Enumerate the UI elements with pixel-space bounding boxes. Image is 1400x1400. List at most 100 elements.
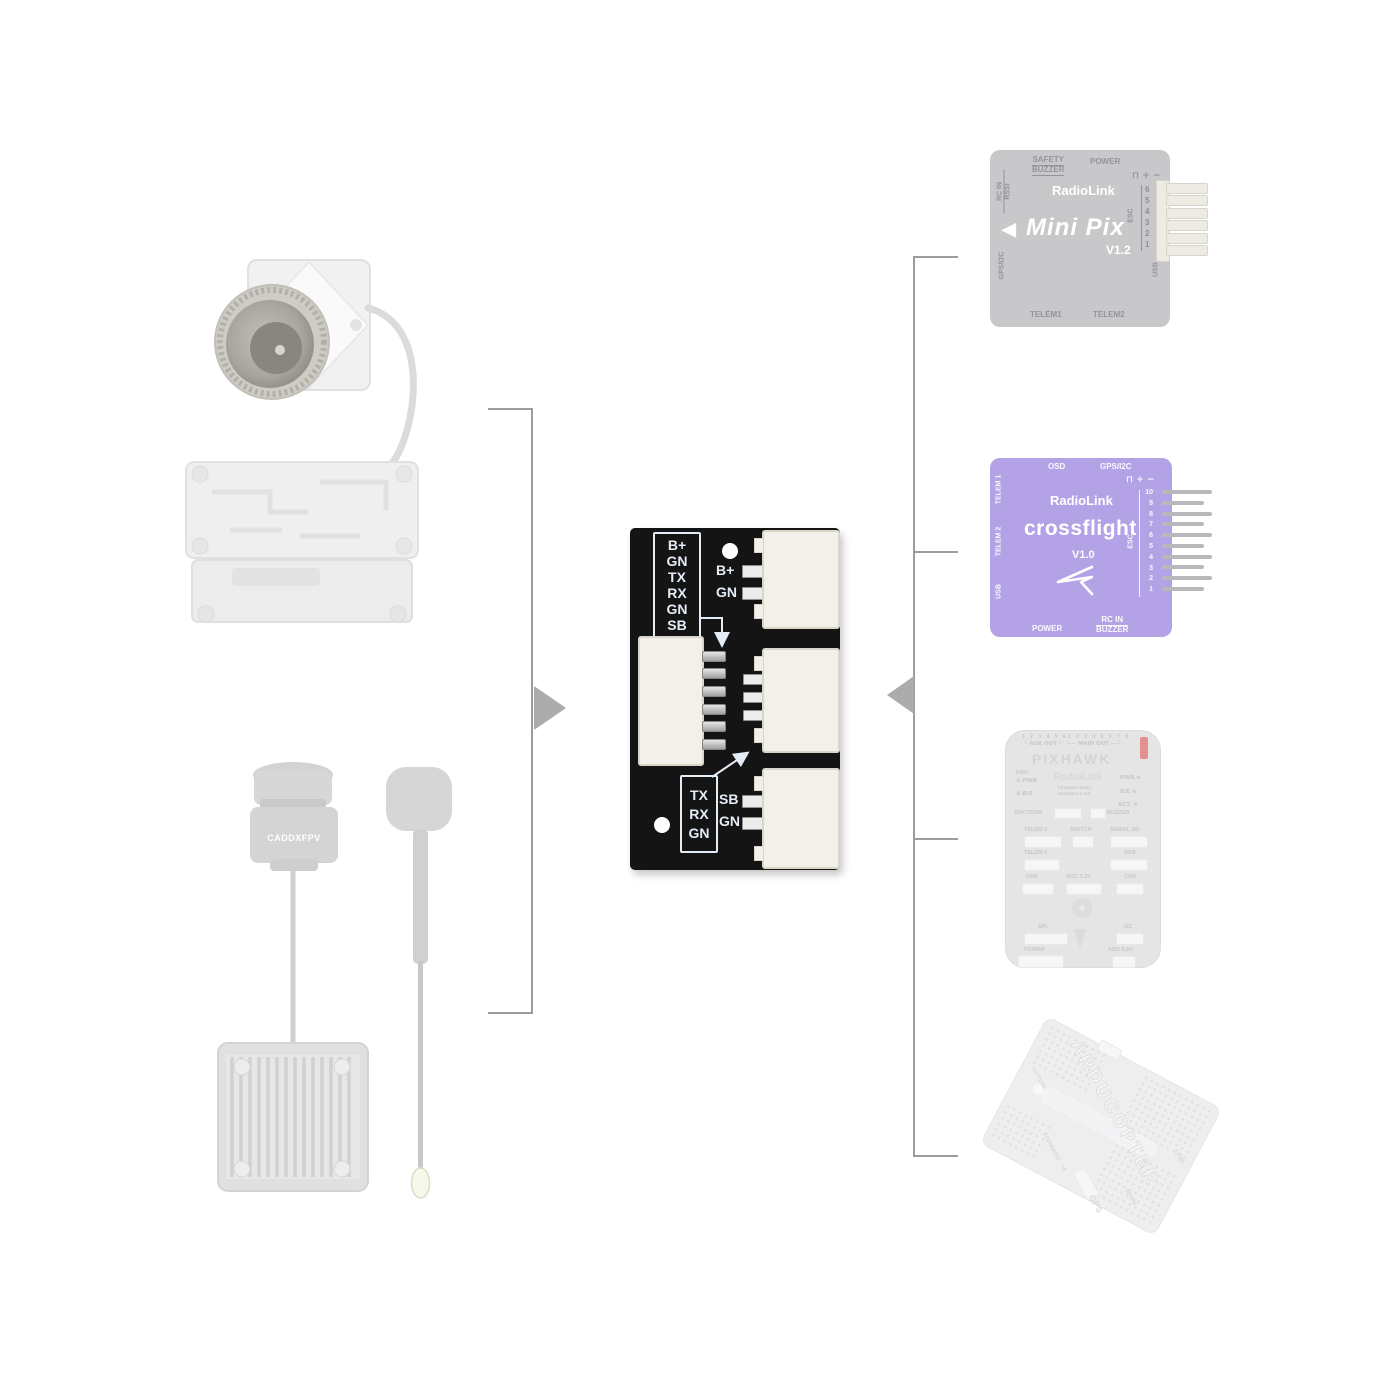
pixhawk-adc33-label: ADC 3.3V	[1066, 874, 1091, 880]
crossflight-esc-label: ESC	[1127, 534, 1135, 549]
right-arrow-icon	[887, 676, 914, 714]
crossflight-logo-icon	[1056, 565, 1094, 596]
pixhawk-telem2-label: TELEM 2	[1024, 827, 1048, 833]
pixhawk-usb-label: USB	[1026, 874, 1038, 880]
pinout-label: RX	[667, 585, 687, 601]
connector-tab	[754, 846, 764, 861]
pixhawk-auxout-label: └ AUX OUT ┘	[1024, 741, 1063, 747]
right-bracket-arm-3	[913, 838, 958, 840]
jst-connector-right-bottom	[762, 768, 840, 869]
minipix-version: V1.2	[1106, 243, 1131, 257]
adapter-pcb: B+ GN TX RX GN SB TX RX GN B+ GN SB GN	[630, 528, 840, 870]
connector-tab	[754, 604, 764, 619]
pixhawk-connector	[1112, 956, 1136, 968]
pixhawk-serial45-label: SERIAL 4/5	[1110, 827, 1140, 833]
connector-pin	[702, 704, 726, 715]
pinout-label: RX	[689, 805, 709, 822]
left-bracket-vertical	[531, 408, 533, 1014]
jst-connector-right-middle	[762, 648, 840, 753]
minipix-model: Mini Pix	[1026, 214, 1125, 241]
connector-tab	[754, 656, 764, 671]
pixhawk-connector	[1116, 933, 1144, 945]
right-bracket-arm-2	[913, 551, 958, 553]
pixhawk-connector	[1116, 883, 1144, 895]
pixhawk-fmu-label: FMU	[1016, 770, 1028, 776]
caddx-camera: CADDXFPV	[250, 762, 338, 871]
pixhawk-power-label: POWER	[1024, 947, 1045, 953]
pixhawk-connector	[1024, 836, 1062, 848]
crossflight-brand: RadioLink	[1050, 493, 1113, 508]
pinout-label: GN	[666, 553, 688, 569]
jst-connector-right-top	[762, 530, 840, 629]
crossflight-osd-label: OSD	[1048, 462, 1066, 471]
minipix-connector-prong	[1166, 220, 1208, 231]
pixhawk-act-led: ACT. ⊕	[1118, 802, 1138, 808]
connector-pin	[702, 739, 726, 750]
pixhawk-spkt-connector	[1054, 808, 1082, 819]
pinout-label: GN	[688, 824, 710, 841]
minipix-telem2-label: TELEM2	[1093, 310, 1125, 319]
connector-tab	[754, 728, 764, 743]
pixhawk-be-led-right: B/E ⊕	[1120, 789, 1137, 795]
pixhawk-pin-numbers: 1 2 3 4 5 6 7 8	[1068, 734, 1130, 740]
apm-board: ARDUCOPTER OUTPUTS INPUTS USB FORWARD → …	[979, 1012, 1223, 1238]
crossflight-esc-numbers: 10 9 8 7 6 5 4 3 2 1	[1145, 489, 1153, 594]
crossflight-pin	[1162, 565, 1204, 569]
crossflight-pin	[1162, 555, 1212, 559]
crossflight-model: crossflight	[1024, 517, 1137, 540]
crossflight-power-label: POWER	[1032, 624, 1063, 633]
minipix-power-label: POWER	[1090, 157, 1121, 166]
pixhawk-spi-label: SPI	[1038, 924, 1047, 930]
pixhawk-connector	[1024, 933, 1068, 945]
pixhawk-firmware-label: Firmware Mod3	[1058, 785, 1092, 790]
crossflight-usb-label: USB	[995, 584, 1003, 599]
pixhawk-can-label: CAN	[1124, 874, 1136, 880]
minipix-connector-prong	[1166, 208, 1208, 219]
minipix-esc-bracket	[1141, 185, 1142, 251]
minipix-connector-prong	[1166, 183, 1208, 194]
pixhawk-model: PIXHAWK	[1032, 751, 1112, 767]
connector-pin	[702, 721, 726, 732]
pixhawk-mainout-label: └── MAIN OUT ──┘	[1066, 741, 1121, 747]
apm-pin-grid	[988, 1102, 1052, 1161]
crossflight-pin	[1162, 501, 1204, 505]
mounting-hole-top	[722, 543, 738, 559]
pixhawk-orientation-arrow	[1074, 929, 1086, 949]
pixhawk-connector	[1110, 859, 1148, 871]
connector-pin	[702, 686, 726, 697]
minipix-connector-prong	[1166, 245, 1208, 256]
pixhawk-brand: RadioLink	[1054, 772, 1103, 783]
pinout-label: TX	[668, 569, 686, 585]
right-bracket-vertical	[913, 256, 915, 1157]
apm-forward-arrow-icon: →	[1056, 1162, 1070, 1174]
crossflight-pin	[1162, 544, 1204, 548]
minipix-safety-label: SAFETY BUZZER	[1032, 155, 1065, 176]
minipix-board: SAFETY BUZZER POWER RC IN RSSI RadioLink…	[990, 150, 1208, 327]
pixhawk-connector	[1018, 955, 1064, 968]
crossflight-gps-i2c-label: GPS/I2C	[1100, 462, 1132, 471]
minipix-pointer-icon: ◀	[1002, 219, 1016, 239]
crossflight-pin	[1162, 522, 1204, 526]
pad-label-gn-bottom: GN	[719, 813, 740, 829]
heatsink-fins	[230, 1057, 351, 1177]
right-bracket-arm-1	[913, 256, 958, 258]
pixhawk-hardware-label: Hardware 2.4.8	[1058, 791, 1090, 796]
pixhawk-buzzer-label: BUZZER	[1107, 810, 1130, 816]
pixhawk-telem1-label: TELEM 1	[1024, 850, 1048, 856]
pixhawk-gps-label: GPS	[1124, 850, 1136, 856]
pixhawk-connector	[1022, 883, 1054, 895]
right-bracket-arm-4	[913, 1155, 958, 1157]
left-bracket-bottom-arm	[488, 1012, 533, 1014]
crossflight-rcin-buzzer-label: RC IN BUZZER	[1096, 615, 1129, 634]
minipix-connector-prong	[1166, 233, 1208, 244]
minipix-esc-numbers: 6 5 4 3 2 1	[1145, 185, 1150, 249]
left-bracket-top-arm	[488, 408, 533, 410]
camera-brand-label: CADDXFPV	[267, 833, 321, 843]
connector-tab	[754, 538, 764, 553]
pixhawk-buzzer-connector	[1090, 808, 1106, 819]
airunit-antenna-illustration: CADDXFPV	[217, 762, 452, 1199]
pixhawk-be-led-left: ⊕ B/E	[1016, 791, 1033, 797]
vtx-stack	[185, 461, 419, 623]
minipix-brand: RadioLink	[1052, 183, 1115, 198]
